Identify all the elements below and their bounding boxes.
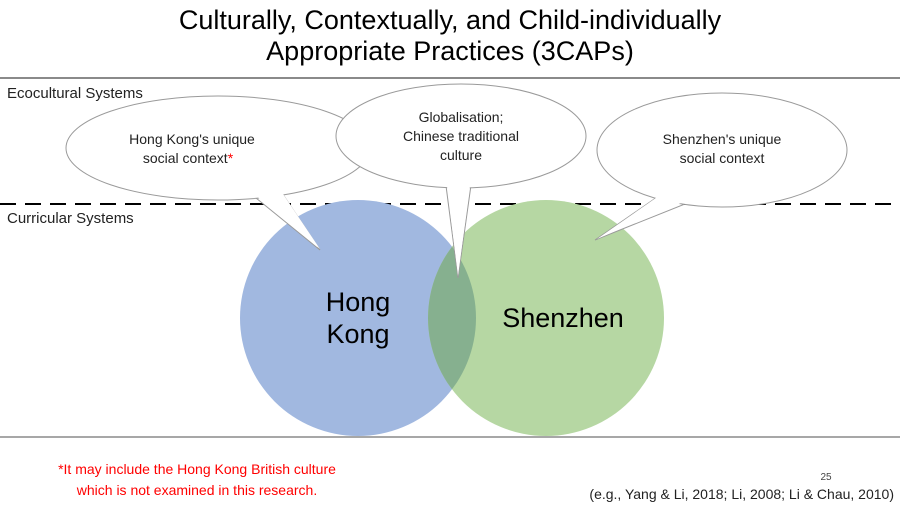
shared-culture-speech-bubble: Globalisation; Chinese traditional cultu… [335,83,587,279]
shenzhen-circle [428,200,664,436]
hong-kong-bubble-line-1: Hong Kong's unique [129,131,255,147]
title-line-2: Appropriate Practices (3CAPs) [266,36,634,66]
shared-bubble-line-2: Chinese traditional [403,128,519,144]
hong-kong-circle [240,200,476,436]
shenzhen-label: Shenzhen [502,303,624,333]
footnote-line-2: which is not examined in this research. [76,482,317,498]
shenzhen-bubble-line-1: Shenzhen's unique [663,131,782,147]
hong-kong-label-1: Hong [326,287,391,317]
svg-text:social context*: social context* [143,150,234,166]
page-number: 25 [820,472,832,483]
curricular-label: Curricular Systems [7,210,134,227]
hong-kong-speech-bubble: Hong Kong's unique social context* [65,95,371,251]
hong-kong-label-2: Kong [326,319,389,349]
hong-kong-bubble-line-2: social context [143,150,228,166]
footnote-line-1: *It may include the Hong Kong British cu… [58,461,336,477]
ecocultural-label: Ecocultural Systems [7,85,143,102]
shenzhen-bubble-line-2: social context [680,150,765,166]
shared-bubble-line-1: Globalisation; [419,109,504,125]
title-line-1: Culturally, Contextually, and Child-indi… [179,5,722,35]
citation: (e.g., Yang & Li, 2018; Li, 2008; Li & C… [589,486,894,502]
shared-bubble-line-3: culture [440,147,482,163]
asterisk-marker: * [228,150,234,166]
shenzhen-speech-bubble: Shenzhen's unique social context [594,92,848,241]
